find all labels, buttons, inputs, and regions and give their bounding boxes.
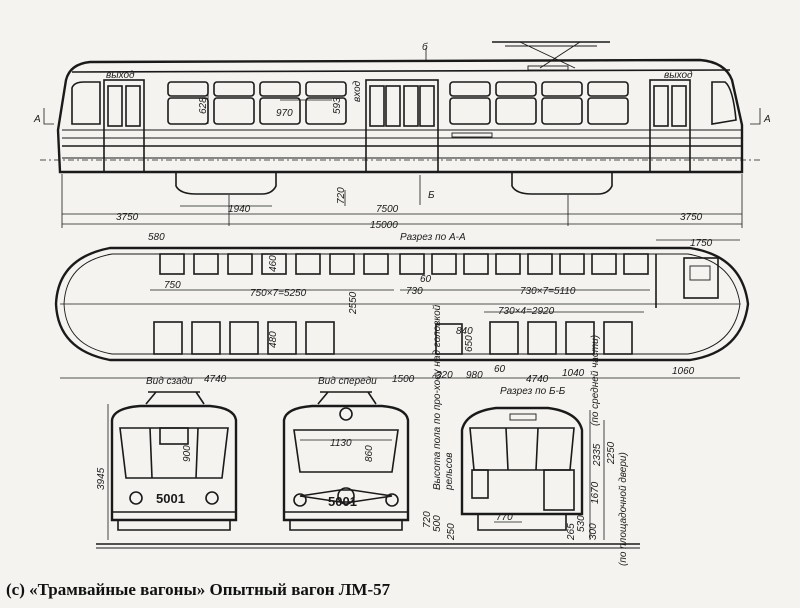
plan-seats-top [159,253,649,275]
plan-dim-840: 840 [456,326,473,337]
front-dim-860: 860 [364,445,375,462]
front-title: Вид спереди [318,376,377,387]
front-dim-1130: 1130 [330,438,352,449]
label-exit-right: выход [664,70,693,81]
label-exit-left: выход [106,70,135,81]
plan-dim-1040: 1040 [562,368,585,379]
plan-dim-seats-left: 750×7=5250 [250,288,307,299]
plan-dim-730: 730 [406,286,423,297]
plan-view: Разрез по А-А [54,232,750,385]
plan-dim-seats-right: 730×7=5110 [520,286,576,297]
plan-seats-bottom [153,321,633,355]
section-dim-2250: 2250 [606,441,617,465]
section-dim-770: 770 [496,512,513,523]
plan-dim-60: 60 [420,274,432,285]
plan-dim-60b: 60 [494,364,506,375]
section-dim-2335: 2335 [592,443,603,467]
dim-total-length: 15000 [370,220,398,231]
front-number: 5001 [328,494,357,509]
plan-dim-460: 460 [268,255,279,272]
side-windows-right [449,81,629,125]
side-body-outline [56,58,744,174]
section-dim-500: 500 [432,515,443,532]
plan-dim-650: 650 [464,335,475,352]
figure-caption: (c) «Трамвайные вагоны» Опытный вагон ЛМ… [6,580,391,599]
dim-window-width: 970 [276,108,293,119]
dim-center-span: 7500 [376,204,399,215]
plan-dim-width: 2550 [348,291,359,315]
section-dim-265: 265 [566,523,577,541]
dim-mid-height: 593 [332,97,343,114]
rear-view: Вид сзади 5001 3945 900 [96,376,238,540]
plan-dim-750: 750 [164,280,181,291]
side-windows-left [167,81,347,125]
tram-drawing: выход вход выход 628 970 593 1940 7500 3… [33,41,771,566]
plan-dim-580: 580 [148,232,165,243]
rear-dim-900: 900 [182,445,193,462]
section-dim-1670: 1670 [590,481,601,504]
section-view: Разрез по Б-Б Высота пола по про-ходу на… [422,304,629,566]
dim-overhang-left: 3750 [116,212,139,223]
dim-window-height: 628 [198,97,209,114]
marker-a-left: А [33,114,41,125]
section-dim-300: 300 [588,523,599,540]
marker-b-top: б [422,41,428,53]
plan-dim-480: 480 [268,331,279,348]
plan-dim-1500: 1500 [392,374,415,385]
front-view: Вид спереди 5001 1130 860 [282,376,410,531]
section-dim-250: 250 [446,523,457,541]
rear-dim-height: 3945 [96,467,107,490]
label-entry: вход [352,80,363,102]
dim-bogie-span: 1940 [228,204,251,215]
rear-number: 5001 [156,491,185,506]
section-dim-720: 720 [422,511,433,528]
plan-dim-4740-left: 4740 [204,374,227,385]
side-doors [103,79,691,173]
dim-overhang-right: 3750 [680,212,703,223]
plan-dim-4740-right: 4740 [526,374,549,385]
plan-outline [54,246,750,362]
marker-a-right: А [763,114,771,125]
section-side-note: Высота пола по про-ходу над головкой [432,304,443,490]
plan-dim-1750: 1750 [690,238,713,249]
section-side-note-2: рельсов [444,453,455,491]
section-right-note-2: (по площадочной двери) [618,452,629,566]
side-view: выход вход выход 628 970 593 1940 7500 3… [33,41,771,231]
section-dim-530: 530 [576,515,587,532]
plan-dim-1060: 1060 [672,366,695,377]
section-right-note-1: (по средней части) [590,335,601,426]
rear-title: Вид сзади [146,376,193,387]
plan-dim-seats-lower: 730×4=2920 [498,306,555,317]
plan-dim-320: 320 [436,370,453,381]
marker-b-bottom: Б [428,190,435,201]
plan-title: Разрез по А-А [400,232,466,243]
side-bogies [175,172,613,195]
dim-wheel-height: 720 [336,187,347,204]
plan-dim-980: 980 [466,370,483,381]
section-title: Разрез по Б-Б [500,386,566,397]
pantograph [492,41,610,71]
